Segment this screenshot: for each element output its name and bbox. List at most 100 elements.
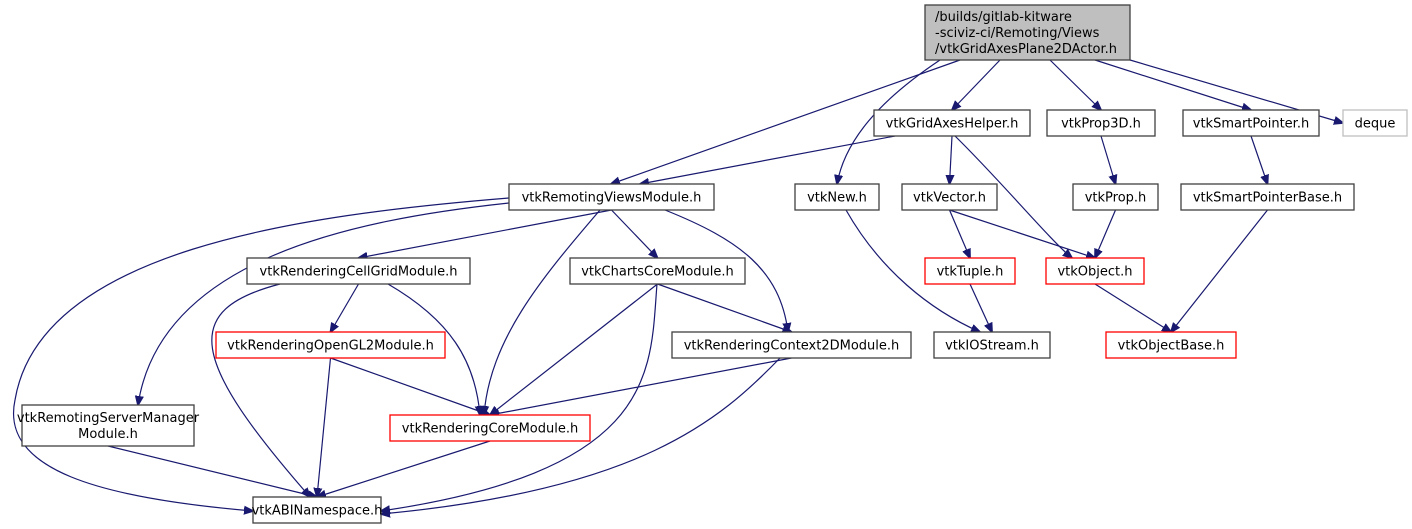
- node-box: [1182, 109, 1320, 137]
- edge-cellgrid-to-opengl2: [331, 283, 360, 332]
- node-label: vtkProp3D.h: [1061, 117, 1141, 132]
- edge-prop3d-to-prop: [1100, 135, 1116, 184]
- edge-context2d-to-abinamespace: [381, 357, 781, 514]
- edges-layer: [12, 59, 1343, 514]
- edge-remotingviews-to-cellgrid: [359, 209, 612, 258]
- node-label: vtkRenderingContext2DModule.h: [684, 339, 900, 354]
- edge-smartpointer-to-smartpointerbase: [1250, 135, 1268, 184]
- node-label: vtkSmartPointer.h: [1193, 117, 1309, 132]
- node-label: vtkABINamespace.h: [252, 504, 383, 519]
- node-iostream[interactable]: vtkIOStream.h: [933, 331, 1051, 359]
- node-root[interactable]: /builds/gitlab-kitware-sciviz-ci/Remotin…: [924, 4, 1131, 61]
- edge-root-to-smartpointer: [1094, 59, 1251, 110]
- node-smartpointer[interactable]: vtkSmartPointer.h: [1182, 109, 1320, 137]
- node-object[interactable]: vtkObject.h: [1045, 257, 1145, 285]
- edge-remotingviews-to-chartscore: [611, 209, 658, 258]
- node-label: vtkSmartPointerBase.h: [1193, 191, 1342, 206]
- edge-prop-to-object: [1095, 209, 1117, 258]
- node-tuple[interactable]: vtkTuple.h: [924, 257, 1016, 285]
- node-label: vtkChartsCoreModule.h: [581, 265, 734, 280]
- node-renderingcore[interactable]: vtkRenderingCoreModule.h: [389, 414, 591, 442]
- node-label: deque: [1355, 117, 1396, 132]
- edge-new-to-iostream: [845, 209, 980, 332]
- edge-root-to-new: [837, 59, 941, 184]
- edge-context2d-to-renderingcore: [490, 357, 792, 415]
- edge-tuple-to-iostream: [969, 283, 992, 332]
- node-label: vtkRenderingCellGridModule.h: [260, 265, 458, 280]
- edge-object-to-objectbase: [1094, 283, 1171, 332]
- edge-gridaxeshelper-to-vector: [950, 135, 953, 184]
- node-box: [21, 404, 195, 447]
- node-vector[interactable]: vtkVector.h: [901, 183, 998, 211]
- node-prop3d[interactable]: vtkProp3D.h: [1046, 109, 1156, 137]
- node-label: vtkIOStream.h: [945, 339, 1039, 354]
- node-box: [252, 496, 382, 524]
- nodes-layer: /builds/gitlab-kitware-sciviz-ci/Remotin…: [17, 4, 1408, 524]
- node-deque: deque: [1342, 109, 1408, 137]
- node-label: vtkObjectBase.h: [1118, 339, 1225, 354]
- edge-remotingviews-to-servermanager: [138, 202, 510, 405]
- node-label: vtkTuple.h: [937, 265, 1004, 280]
- node-label: vtkProp.h: [1085, 191, 1147, 206]
- edge-smartpointerbase-to-objectbase: [1171, 209, 1268, 332]
- node-box: [924, 257, 1016, 285]
- edge-gridaxeshelper-to-remotingviews: [640, 135, 896, 184]
- node-label: /builds/gitlab-kitware: [935, 10, 1072, 25]
- edge-cellgrid-to-renderingcore: [387, 283, 480, 415]
- node-label: vtkNew.h: [807, 191, 867, 206]
- node-label: vtkRenderingOpenGL2Module.h: [227, 339, 434, 354]
- node-objectbase[interactable]: vtkObjectBase.h: [1105, 331, 1237, 359]
- edge-chartscore-to-context2d: [657, 283, 792, 332]
- node-label: vtkRenderingCoreModule.h: [402, 422, 578, 437]
- node-label: Module.h: [78, 427, 138, 442]
- edge-opengl2-to-abinamespace: [317, 357, 332, 497]
- node-box: [508, 183, 715, 211]
- node-context2d[interactable]: vtkRenderingContext2DModule.h: [671, 331, 912, 359]
- edge-servermanager-to-abinamespace: [107, 445, 317, 497]
- node-box: [1105, 331, 1237, 359]
- node-label: vtkRemotingServerManager: [17, 411, 200, 426]
- node-label: vtkRemotingViewsModule.h: [522, 191, 702, 206]
- edge-root-to-prop3d: [1049, 59, 1101, 110]
- edge-vector-to-tuple: [948, 209, 971, 258]
- node-chartscore[interactable]: vtkChartsCoreModule.h: [569, 257, 746, 285]
- edge-renderingcore-to-abinamespace: [317, 440, 491, 497]
- node-box: [671, 331, 912, 359]
- edge-remotingviews-to-abinamespace: [12, 197, 510, 511]
- edge-cellgrid-to-abinamespace: [211, 283, 310, 497]
- node-box: [246, 257, 471, 285]
- node-box: [933, 331, 1051, 359]
- edge-root-to-gridaxeshelper: [952, 59, 1001, 110]
- node-box: [1045, 257, 1145, 285]
- node-label: /vtkGridAxesPlane2DActor.h: [935, 42, 1117, 57]
- node-box: [1180, 183, 1355, 211]
- edge-gridaxeshelper-to-object: [954, 135, 1072, 258]
- node-remotingviews[interactable]: vtkRemotingViewsModule.h: [508, 183, 715, 211]
- node-box: [569, 257, 746, 285]
- node-box: [1072, 183, 1159, 211]
- node-box: [1342, 109, 1408, 137]
- edge-vector-to-object: [949, 209, 1096, 258]
- node-label: -sciviz-ci/Remoting/Views: [935, 26, 1100, 41]
- node-smartpointerbase[interactable]: vtkSmartPointerBase.h: [1180, 183, 1355, 211]
- node-label: vtkGridAxesHelper.h: [886, 117, 1019, 132]
- node-box: [1046, 109, 1156, 137]
- edge-chartscore-to-abinamespace: [381, 283, 658, 511]
- node-box: [901, 183, 998, 211]
- node-cellgrid[interactable]: vtkRenderingCellGridModule.h: [246, 257, 471, 285]
- node-label: vtkObject.h: [1057, 265, 1132, 280]
- node-new[interactable]: vtkNew.h: [794, 183, 880, 211]
- node-opengl2[interactable]: vtkRenderingOpenGL2Module.h: [215, 331, 446, 359]
- node-box: [794, 183, 880, 211]
- node-box: [389, 414, 591, 442]
- edge-root-to-remotingviews: [611, 59, 961, 184]
- edge-opengl2-to-renderingcore: [330, 357, 491, 415]
- edge-chartscore-to-renderingcore: [490, 283, 658, 415]
- node-prop[interactable]: vtkProp.h: [1072, 183, 1159, 211]
- node-abinamespace[interactable]: vtkABINamespace.h: [252, 496, 383, 524]
- node-box: [924, 4, 1131, 61]
- edge-remotingviews-to-renderingcore: [484, 209, 601, 415]
- node-gridaxeshelper[interactable]: vtkGridAxesHelper.h: [873, 109, 1031, 137]
